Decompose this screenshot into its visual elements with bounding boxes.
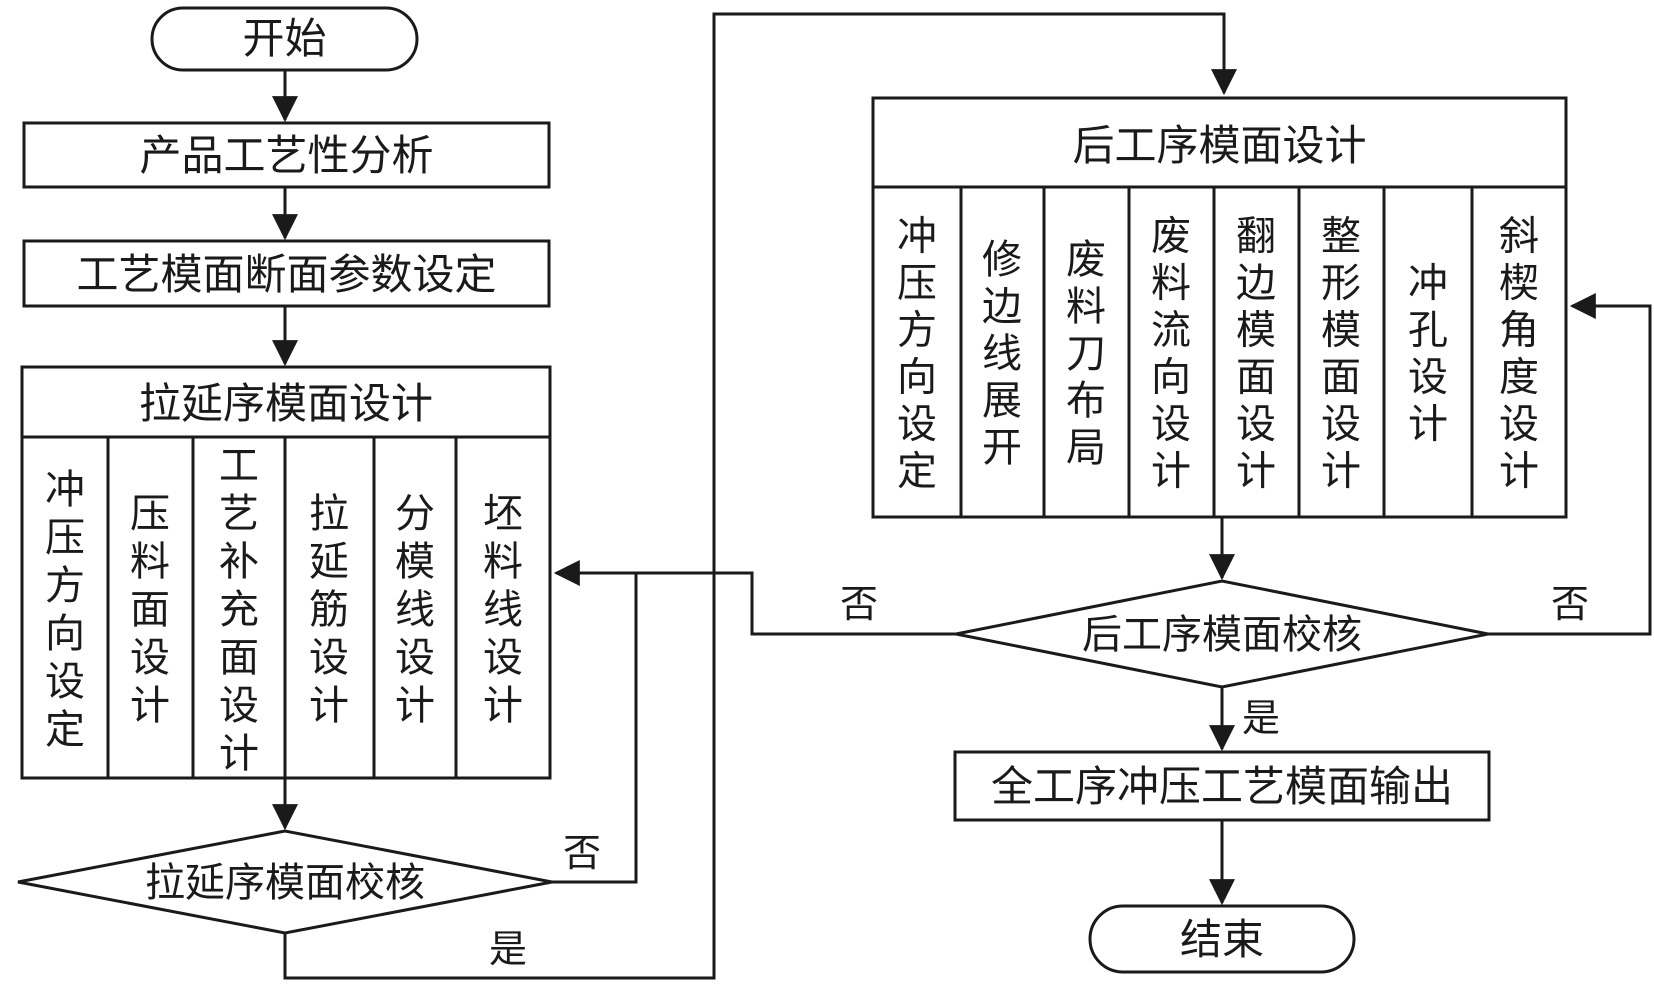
step-label: 坯料线设计 [483,491,523,729]
step-label: 斜楔角度设计 [1499,214,1539,495]
step-label: 废料刀布局 [1066,237,1106,471]
end-terminal [1088,904,1356,974]
connector-post-no-right [1488,293,1652,636]
step-label: 翻边模面设计 [1236,214,1276,495]
step-label: 冲压方向设定 [45,467,85,753]
post-no-left-label: 否 [840,582,878,626]
output-label: 全工序冲压工艺模面输出 [991,762,1453,811]
step-label: 压料面设计 [130,491,170,729]
analysis-box [22,121,551,189]
analysis-label: 产品工艺性分析 [139,131,433,180]
post-design-box [871,96,1568,519]
connector-draw-no [552,560,638,884]
output-box [953,750,1491,822]
post-check-label: 后工序模面校核 [1082,612,1362,658]
post-no-right-label: 否 [1551,582,1589,626]
connector-draw-yes [283,12,1237,980]
draw-design-title: 拉延序模面设计 [139,379,433,428]
draw-yes-label: 是 [489,927,527,971]
draw-no-label: 否 [563,831,601,875]
params-label: 工艺模面断面参数设定 [76,250,496,299]
step-label: 分模线设计 [395,491,435,729]
draw-check-label: 拉延序模面校核 [145,860,425,906]
post-steps-group: 冲压方向设定 修边线展开 废料刀布局 废料流向设计 翻边模面设计 整形模面设计 冲孔设计 斜楔… [897,214,1539,495]
post-design-title: 后工序模面设计 [1072,121,1366,170]
step-label: 修边线展开 [982,237,1022,471]
draw-steps-group: 冲压方向设定 压料面设计 工艺补充面设计 拉延筋设计 分模线设计 坯料线设计 [45,443,523,777]
step-label: 冲孔设计 [1408,261,1448,448]
step-label: 冲压方向设定 [897,214,937,495]
step-label: 工艺补充面设计 [219,443,259,777]
step-label: 废料流向设计 [1151,214,1191,495]
end-label: 结束 [1180,915,1264,964]
step-label: 整形模面设计 [1321,214,1361,495]
connector-post-no-left [636,571,956,636]
step-label: 拉延筋设计 [309,491,349,729]
post-yes-label: 是 [1242,696,1280,740]
start-label: 开始 [242,14,326,63]
